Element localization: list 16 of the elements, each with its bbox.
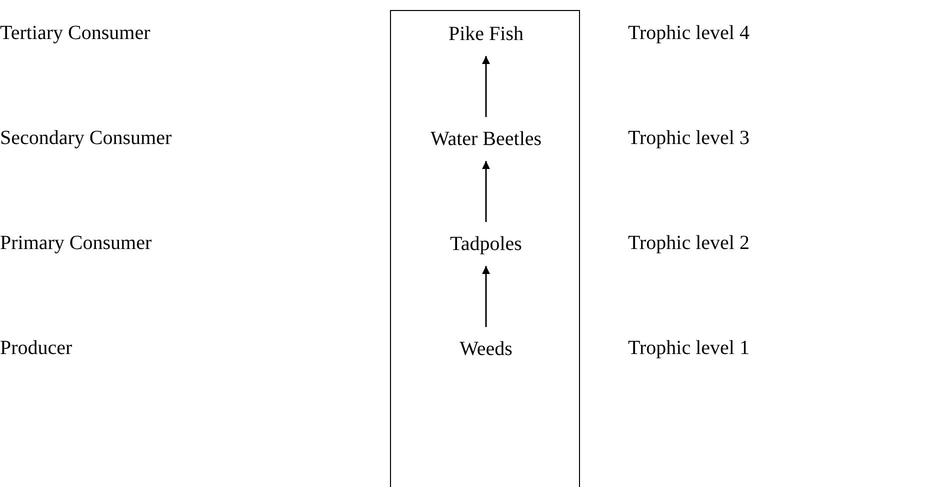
consumer-role-label: Primary Consumer (0, 231, 152, 255)
consumer-role-label: Secondary Consumer (0, 126, 172, 150)
arrow (482, 266, 490, 327)
consumer-role-label: Producer (0, 336, 72, 360)
organism-label: Water Beetles (430, 128, 542, 150)
trophic-level-label: Trophic level 4 (628, 21, 750, 45)
enclosing-box (390, 10, 580, 487)
trophic-level-label: Trophic level 1 (628, 336, 750, 360)
trophic-level-label: Trophic level 2 (628, 231, 750, 255)
organism-label: Weeds (460, 338, 512, 360)
organism-label: Pike Fish (448, 22, 524, 46)
arrow (482, 56, 490, 117)
consumer-role-label: Tertiary Consumer (0, 21, 150, 45)
organism-label: Tadpoles (450, 232, 522, 256)
arrow (482, 161, 490, 222)
trophic-level-label: Trophic level 3 (628, 126, 750, 150)
